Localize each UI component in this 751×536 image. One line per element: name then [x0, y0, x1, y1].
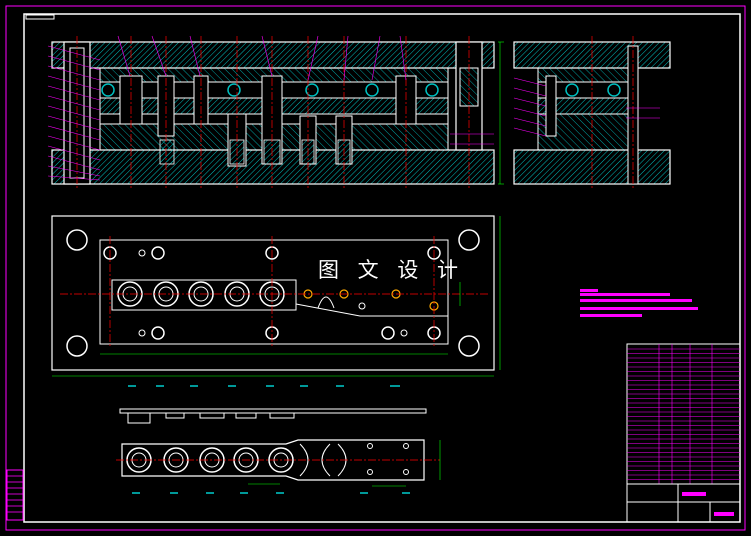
strip-layout-view [116, 408, 441, 494]
plan-view [51, 215, 501, 387]
front-section-view [47, 35, 504, 188]
technical-notes [580, 289, 698, 317]
side-section-view [513, 36, 671, 188]
drawing-frame [5, 5, 746, 531]
watermark-text: 图 文 设 计 [318, 258, 465, 282]
title-block [626, 343, 741, 523]
